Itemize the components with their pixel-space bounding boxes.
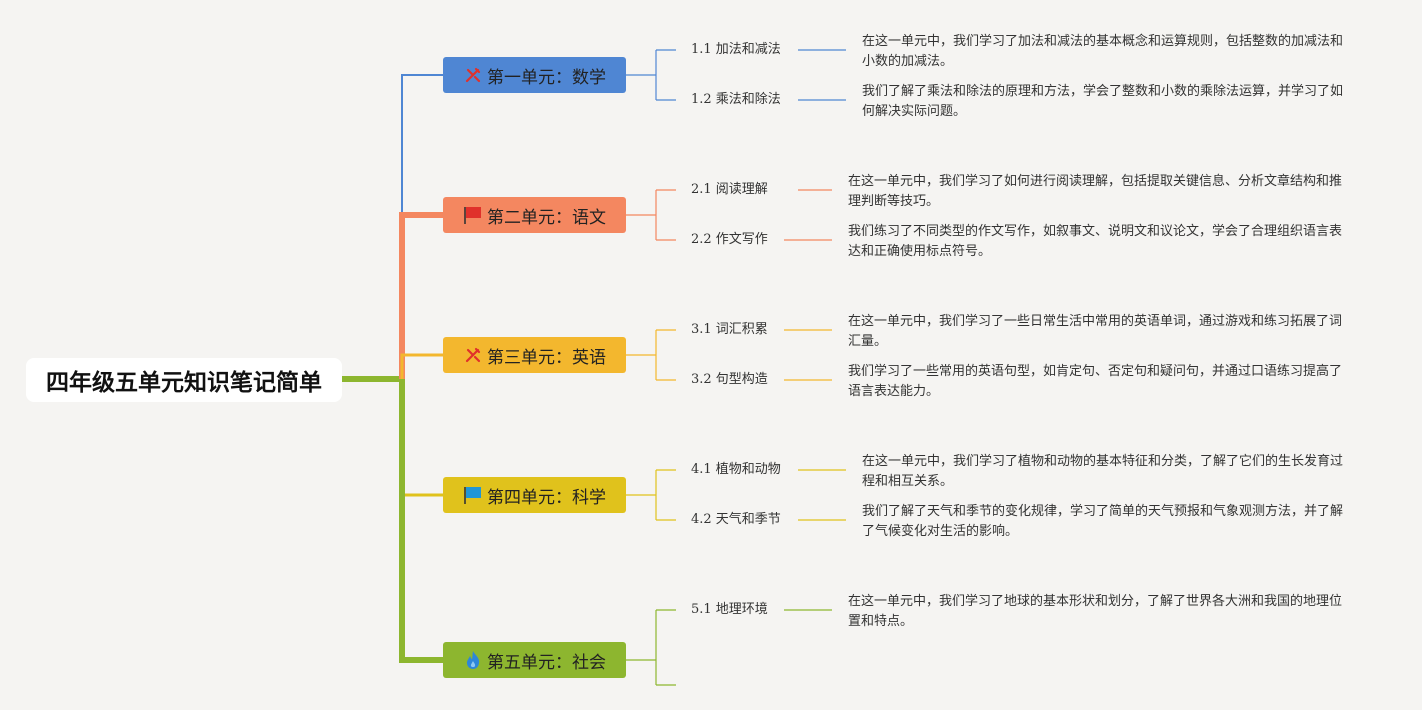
flag-icon xyxy=(463,485,483,505)
topic-desc-1-2: 我们了解了乘法和除法的原理和方法，学会了整数和小数的乘除法运算，并学习了如何解决… xyxy=(862,84,1344,119)
topic-node-1-1[interactable]: 1.1 加法和减法 xyxy=(691,42,781,57)
flag-icon xyxy=(463,205,483,225)
unit-node-society[interactable]: 第五单元：社会 xyxy=(443,642,626,678)
topic-desc-3-2: 我们学习了一些常用的英语句型，如肯定句、否定句和疑问句，并通过口语练习提高了语言… xyxy=(848,364,1343,399)
unit-node-science[interactable]: 第四单元：科学 xyxy=(443,477,626,513)
unit-label: 第五单元：社会 xyxy=(487,652,606,673)
root-node[interactable]: 四年级五单元知识笔记简单 xyxy=(26,358,342,402)
unit-connector-4 xyxy=(400,379,443,497)
root-title: 四年级五单元知识笔记简单 xyxy=(46,370,322,396)
topic-desc-3-1: 在这一单元中，我们学习了一些日常生活中常用的英语单词，通过游戏和练习拓展了词汇量… xyxy=(848,314,1343,349)
topic-node-2-2[interactable]: 2.2 作文写作 xyxy=(691,232,768,247)
unit-label: 第一单元：数学 xyxy=(487,67,606,88)
topic-node-3-2[interactable]: 3.2 句型构造 xyxy=(691,372,768,387)
topic-desc-1-1: 在这一单元中，我们学习了加法和减法的基本概念和运算规则，包括整数的加减法和小数的… xyxy=(862,34,1344,69)
flame-icon xyxy=(463,650,483,670)
topic-node-4-1[interactable]: 4.1 植物和动物 xyxy=(691,462,781,477)
topic-node-1-2[interactable]: 1.2 乘法和除法 xyxy=(691,92,781,107)
unit-connector-1 xyxy=(401,74,443,379)
tools-icon xyxy=(463,345,483,365)
topic-node-4-2[interactable]: 4.2 天气和季节 xyxy=(691,512,781,527)
topic-node-2-1[interactable]: 2.1 阅读理解 xyxy=(691,182,768,197)
unit-label: 第三单元：英语 xyxy=(487,347,606,368)
tools-icon xyxy=(463,65,483,85)
unit-connector-2 xyxy=(399,212,443,379)
unit-node-math[interactable]: 第一单元：数学 xyxy=(443,57,626,93)
unit-label: 第二单元：语文 xyxy=(487,207,606,228)
topic-node-5-1[interactable]: 5.1 地理环境 xyxy=(691,602,768,617)
unit-node-chinese[interactable]: 第二单元：语文 xyxy=(443,197,626,233)
topic-desc-5-1: 在这一单元中，我们学习了地球的基本形状和划分，了解了世界各大洲和我国的地理位置和… xyxy=(848,594,1343,629)
unit-node-english[interactable]: 第三单元：英语 xyxy=(443,337,626,373)
topic-node-3-1[interactable]: 3.1 词汇积累 xyxy=(691,322,768,337)
topic-desc-4-2: 我们了解了天气和季节的变化规律，学习了简单的天气预报和气象观测方法，并了解了气候… xyxy=(862,504,1344,539)
unit-label: 第四单元：科学 xyxy=(487,487,606,508)
unit-connector-5 xyxy=(399,379,443,663)
topic-desc-2-2: 我们练习了不同类型的作文写作，如叙事文、说明文和议论文，学会了合理组织语言表达和… xyxy=(848,224,1343,259)
topic-desc-4-1: 在这一单元中，我们学习了植物和动物的基本特征和分类，了解了它们的生长发育过程和相… xyxy=(862,454,1344,489)
unit-connector-3 xyxy=(400,353,443,379)
topic-desc-2-1: 在这一单元中，我们学习了如何进行阅读理解，包括提取关键信息、分析文章结构和推理判… xyxy=(848,174,1343,209)
